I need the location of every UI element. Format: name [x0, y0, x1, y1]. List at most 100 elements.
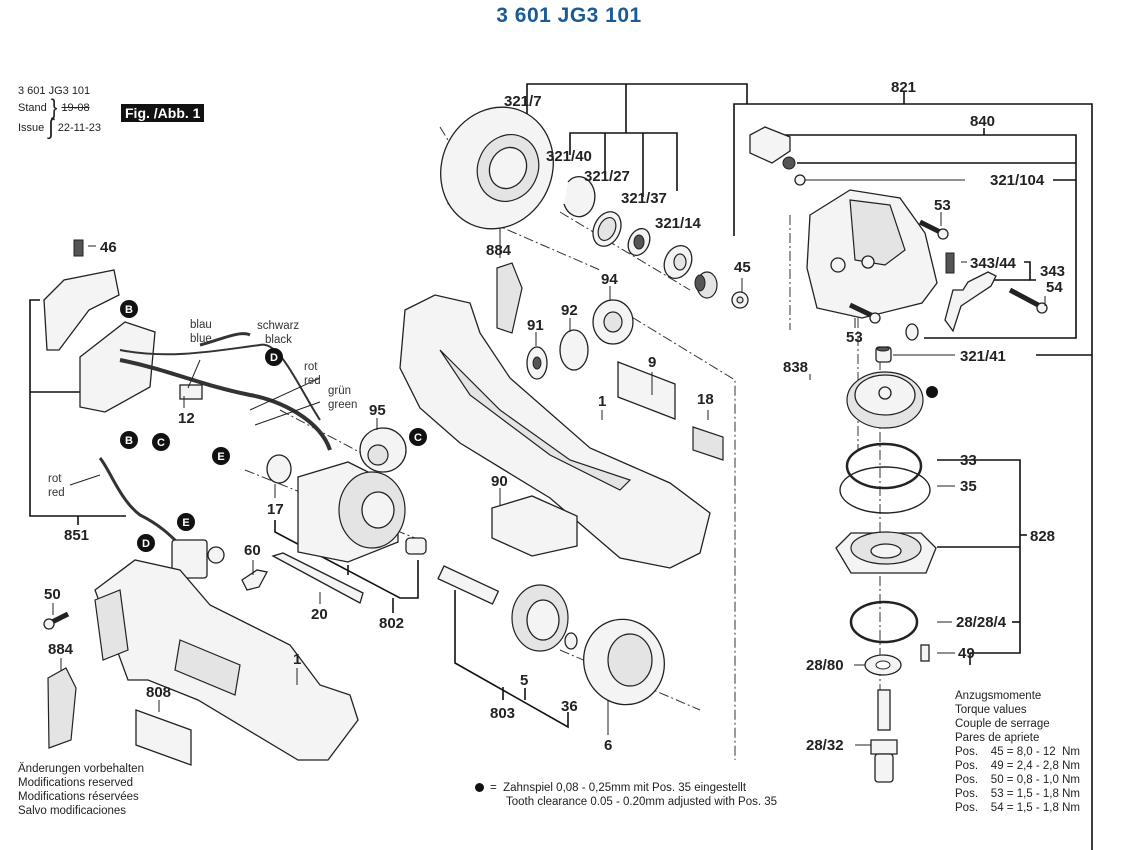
part-321-7-guard — [440, 106, 554, 230]
label-12: 12 — [178, 410, 195, 427]
part-33-o-ring — [845, 442, 923, 490]
part-321-41-bushing — [875, 346, 892, 363]
bracket-802 — [274, 520, 419, 613]
revision-header: 3 601 JG3 101 Stand } 19-08 Issue ∫ 22-1… — [18, 85, 101, 141]
part-90-filter — [491, 495, 578, 557]
label-53-bottom: 53 — [846, 329, 863, 346]
part-94 — [592, 299, 634, 345]
wire-labels: blau blue schwarz black rot red grün gre… — [48, 319, 357, 499]
torque-row: Pos. 49 = 2,4 - 2,8 Nm — [955, 760, 1080, 772]
part-28-32-spindle — [870, 689, 898, 783]
torque-heading: Torque values — [955, 704, 1027, 716]
label-1-top: 1 — [598, 393, 606, 410]
part-808-label — [135, 709, 192, 766]
part-838-bevel-gear — [846, 371, 938, 429]
label-28-32: 28/32 — [806, 737, 844, 754]
label-49: 49 — [958, 645, 975, 662]
svg-text:E: E — [217, 451, 224, 463]
svg-text:D: D — [142, 538, 150, 550]
issue-label: Issue — [18, 121, 45, 134]
label-884-top: 884 — [486, 242, 512, 259]
torque-heading: Pares de apriete — [955, 732, 1040, 744]
part-95-cap — [359, 427, 407, 473]
part-bearing-flange — [835, 531, 937, 574]
brace-icon: ∫ — [48, 115, 54, 141]
part-840-components — [749, 126, 806, 186]
bracket-851 — [29, 299, 126, 525]
svg-text:C: C — [414, 432, 422, 444]
label-28-28-4: 28/28/4 — [956, 614, 1007, 631]
part-o-ring-lower — [849, 600, 919, 644]
part-20-slider — [271, 552, 364, 604]
label-90: 90 — [491, 473, 508, 490]
label-321-104: 321/104 — [990, 172, 1045, 189]
label-92: 92 — [561, 302, 578, 319]
wire-label-green-en: green — [328, 399, 357, 411]
modifications-notice: Änderungen vorbehalten Modifications res… — [18, 762, 144, 818]
part-pinion — [694, 271, 718, 299]
torque-row: Pos. 50 = 0,8 - 1,0 Nm — [955, 774, 1080, 786]
part-spindle-gear-shaft — [437, 565, 500, 605]
label-321-41: 321/41 — [960, 348, 1006, 365]
part-5-gear — [511, 584, 569, 652]
label-45: 45 — [734, 259, 751, 276]
part-18 — [692, 426, 724, 461]
label-28-80: 28/80 — [806, 657, 844, 674]
label-18: 18 — [697, 391, 714, 408]
modifications-line: Salvo modificaciones — [18, 805, 127, 817]
part-coupling — [405, 537, 427, 555]
part-60 — [241, 569, 268, 591]
equals-sign: = — [490, 782, 497, 794]
part-49-screw — [920, 644, 930, 662]
label-808: 808 — [146, 684, 171, 701]
torque-row: Pos. 54 = 1,5 - 1,8 Nm — [955, 802, 1080, 814]
connector-d-switch: D — [137, 534, 155, 552]
label-851: 851 — [64, 527, 89, 544]
part-6-cover — [582, 618, 666, 706]
brace-icon: } — [50, 95, 58, 121]
label-35: 35 — [960, 478, 977, 495]
label-9: 9 — [648, 354, 656, 371]
part-321-14-bearing — [663, 244, 693, 280]
torque-row: Pos. 45 = 8,0 - 12 Nm — [955, 746, 1080, 758]
old-date: 19-08 — [61, 101, 90, 114]
label-343-44: 343/44 — [970, 255, 1017, 272]
figure-label: Fig. /Abb. 1 — [121, 104, 205, 122]
bracket-803 — [454, 590, 569, 729]
wire-label-red-de: rot — [304, 361, 318, 373]
label-33: 33 — [960, 452, 977, 469]
tooth-note-en: Tooth clearance 0.05 - 0.20mm adjusted w… — [506, 796, 778, 808]
part-switch — [171, 539, 225, 579]
label-321-37: 321/37 — [621, 190, 667, 207]
connector-e-wire: E — [212, 447, 230, 465]
part-321-27-ring — [592, 211, 622, 247]
wire-label-black-en: black — [265, 334, 292, 346]
stand-row: Stand } 19-08 — [18, 95, 101, 121]
label-321-40: 321/40 — [546, 148, 592, 165]
stand-label: Stand — [18, 101, 47, 114]
torque-heading: Couple de serrage — [955, 718, 1050, 730]
svg-text:E: E — [182, 517, 189, 529]
part-321-37-seal — [627, 227, 651, 257]
svg-text:B: B — [125, 435, 133, 447]
part-1-housing-shell — [94, 559, 359, 761]
label-20: 20 — [311, 606, 328, 623]
label-821: 821 — [891, 79, 916, 96]
connector-c-housing: C — [409, 428, 427, 446]
connector-d-wire: D — [265, 348, 283, 366]
wire-label-blue-en: blue — [190, 333, 212, 345]
bracket-821 — [733, 92, 1093, 850]
torque-values-table: Anzugsmomente Torque values Couple de se… — [955, 689, 1080, 815]
modifications-line: Modifications reserved — [18, 777, 134, 789]
label-343: 343 — [1040, 263, 1065, 280]
connector-badges: B B C C D D E E — [120, 300, 427, 552]
svg-text:C: C — [157, 437, 165, 449]
label-46: 46 — [100, 239, 117, 256]
part-red-wire — [98, 457, 182, 547]
leader-lines — [52, 212, 1046, 746]
part-gear-housing — [806, 189, 938, 319]
tooth-note-de: Zahnspiel 0,08 - 0,25mm mit Pos. 35 eing… — [503, 782, 747, 794]
wire-label-green-de: grün — [328, 385, 351, 397]
part-button — [905, 323, 919, 341]
